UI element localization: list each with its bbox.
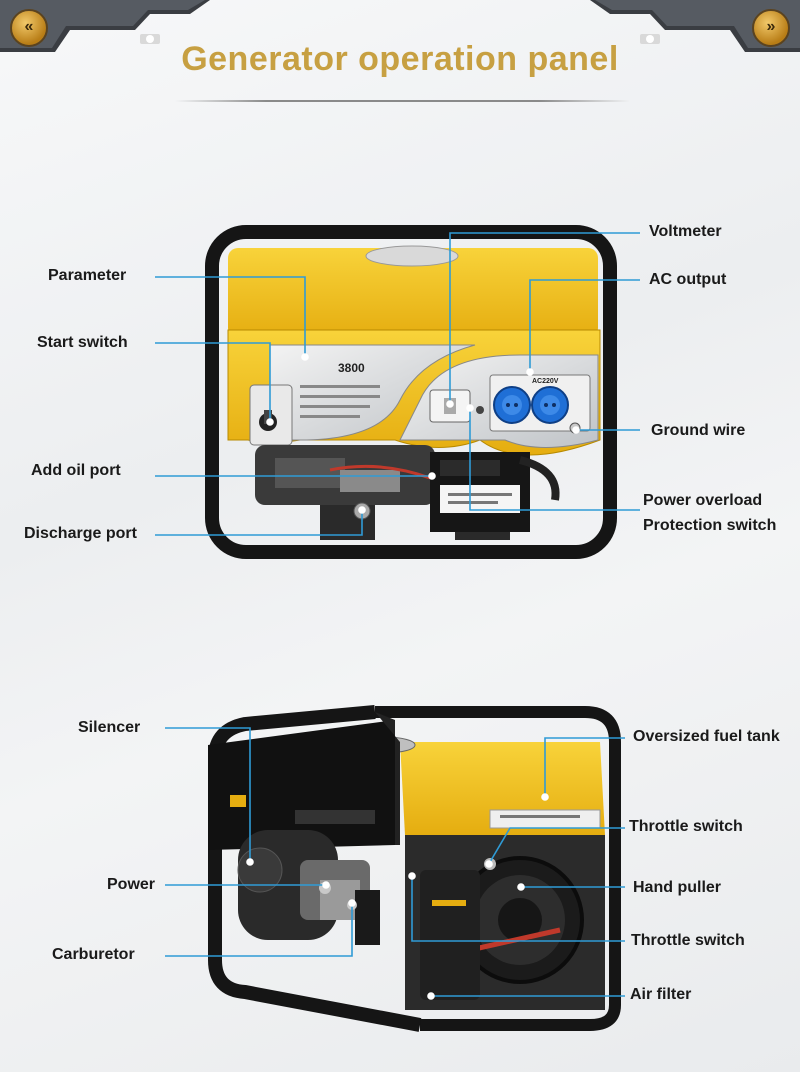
- label-silencer: Silencer: [78, 719, 141, 736]
- label-ground-wire: Ground wire: [651, 422, 746, 439]
- double-chevron-left-icon: «: [24, 18, 34, 35]
- label-start-switch: Start switch: [37, 334, 128, 351]
- callout-line-fuel-tank: [544, 737, 625, 795]
- rear-generator-image: [208, 705, 621, 1032]
- label-power-overload: Power overload: [643, 492, 763, 509]
- callout-line-silencer: [165, 727, 251, 860]
- socket-label: AC220V: [532, 378, 559, 385]
- callout-lines: [155, 232, 640, 1000]
- label-discharge-port: Discharge port: [24, 525, 137, 542]
- callout-line-power-overload: [469, 410, 640, 511]
- label-oversized-fuel-tank: Oversized fuel tank: [633, 728, 780, 745]
- label-power: Power: [107, 876, 156, 893]
- label-hand-puller: Hand puller: [633, 879, 722, 896]
- header-corner-right: [590, 0, 800, 52]
- label-throttle-switch-1: Throttle switch: [629, 818, 743, 835]
- next-button[interactable]: »: [752, 9, 790, 47]
- callout-line-ac-output: [529, 279, 640, 370]
- callout-line-carburetor: [165, 905, 353, 957]
- header-corner-left: [0, 0, 210, 52]
- plate-model-number: 3800: [338, 361, 365, 375]
- callout-line-discharge-port: [155, 512, 363, 536]
- callout-line-voltmeter: [449, 232, 640, 402]
- label-air-filter: Air filter: [630, 986, 692, 1003]
- label-ac-output: AC output: [649, 271, 727, 288]
- page-title: Generator operation panel: [181, 40, 619, 78]
- label-add-oil-port: Add oil port: [31, 462, 121, 479]
- title-divider: [175, 100, 630, 102]
- label-parameter: Parameter: [48, 267, 127, 284]
- front-generator-image: 3800 AC220V: [205, 225, 617, 559]
- callout-line-start-switch: [155, 342, 271, 420]
- double-chevron-right-icon: »: [766, 18, 776, 35]
- label-throttle-switch-2: Throttle switch: [631, 932, 745, 949]
- label-carburetor: Carburetor: [52, 946, 135, 963]
- label-protection-switch: Protection switch: [643, 517, 777, 534]
- callout-line-throttle-switch-2: [411, 878, 625, 942]
- callout-line-parameter: [155, 276, 306, 355]
- callout-line-throttle-switch-1: [489, 827, 625, 863]
- previous-button[interactable]: «: [10, 9, 48, 47]
- label-voltmeter: Voltmeter: [649, 223, 722, 240]
